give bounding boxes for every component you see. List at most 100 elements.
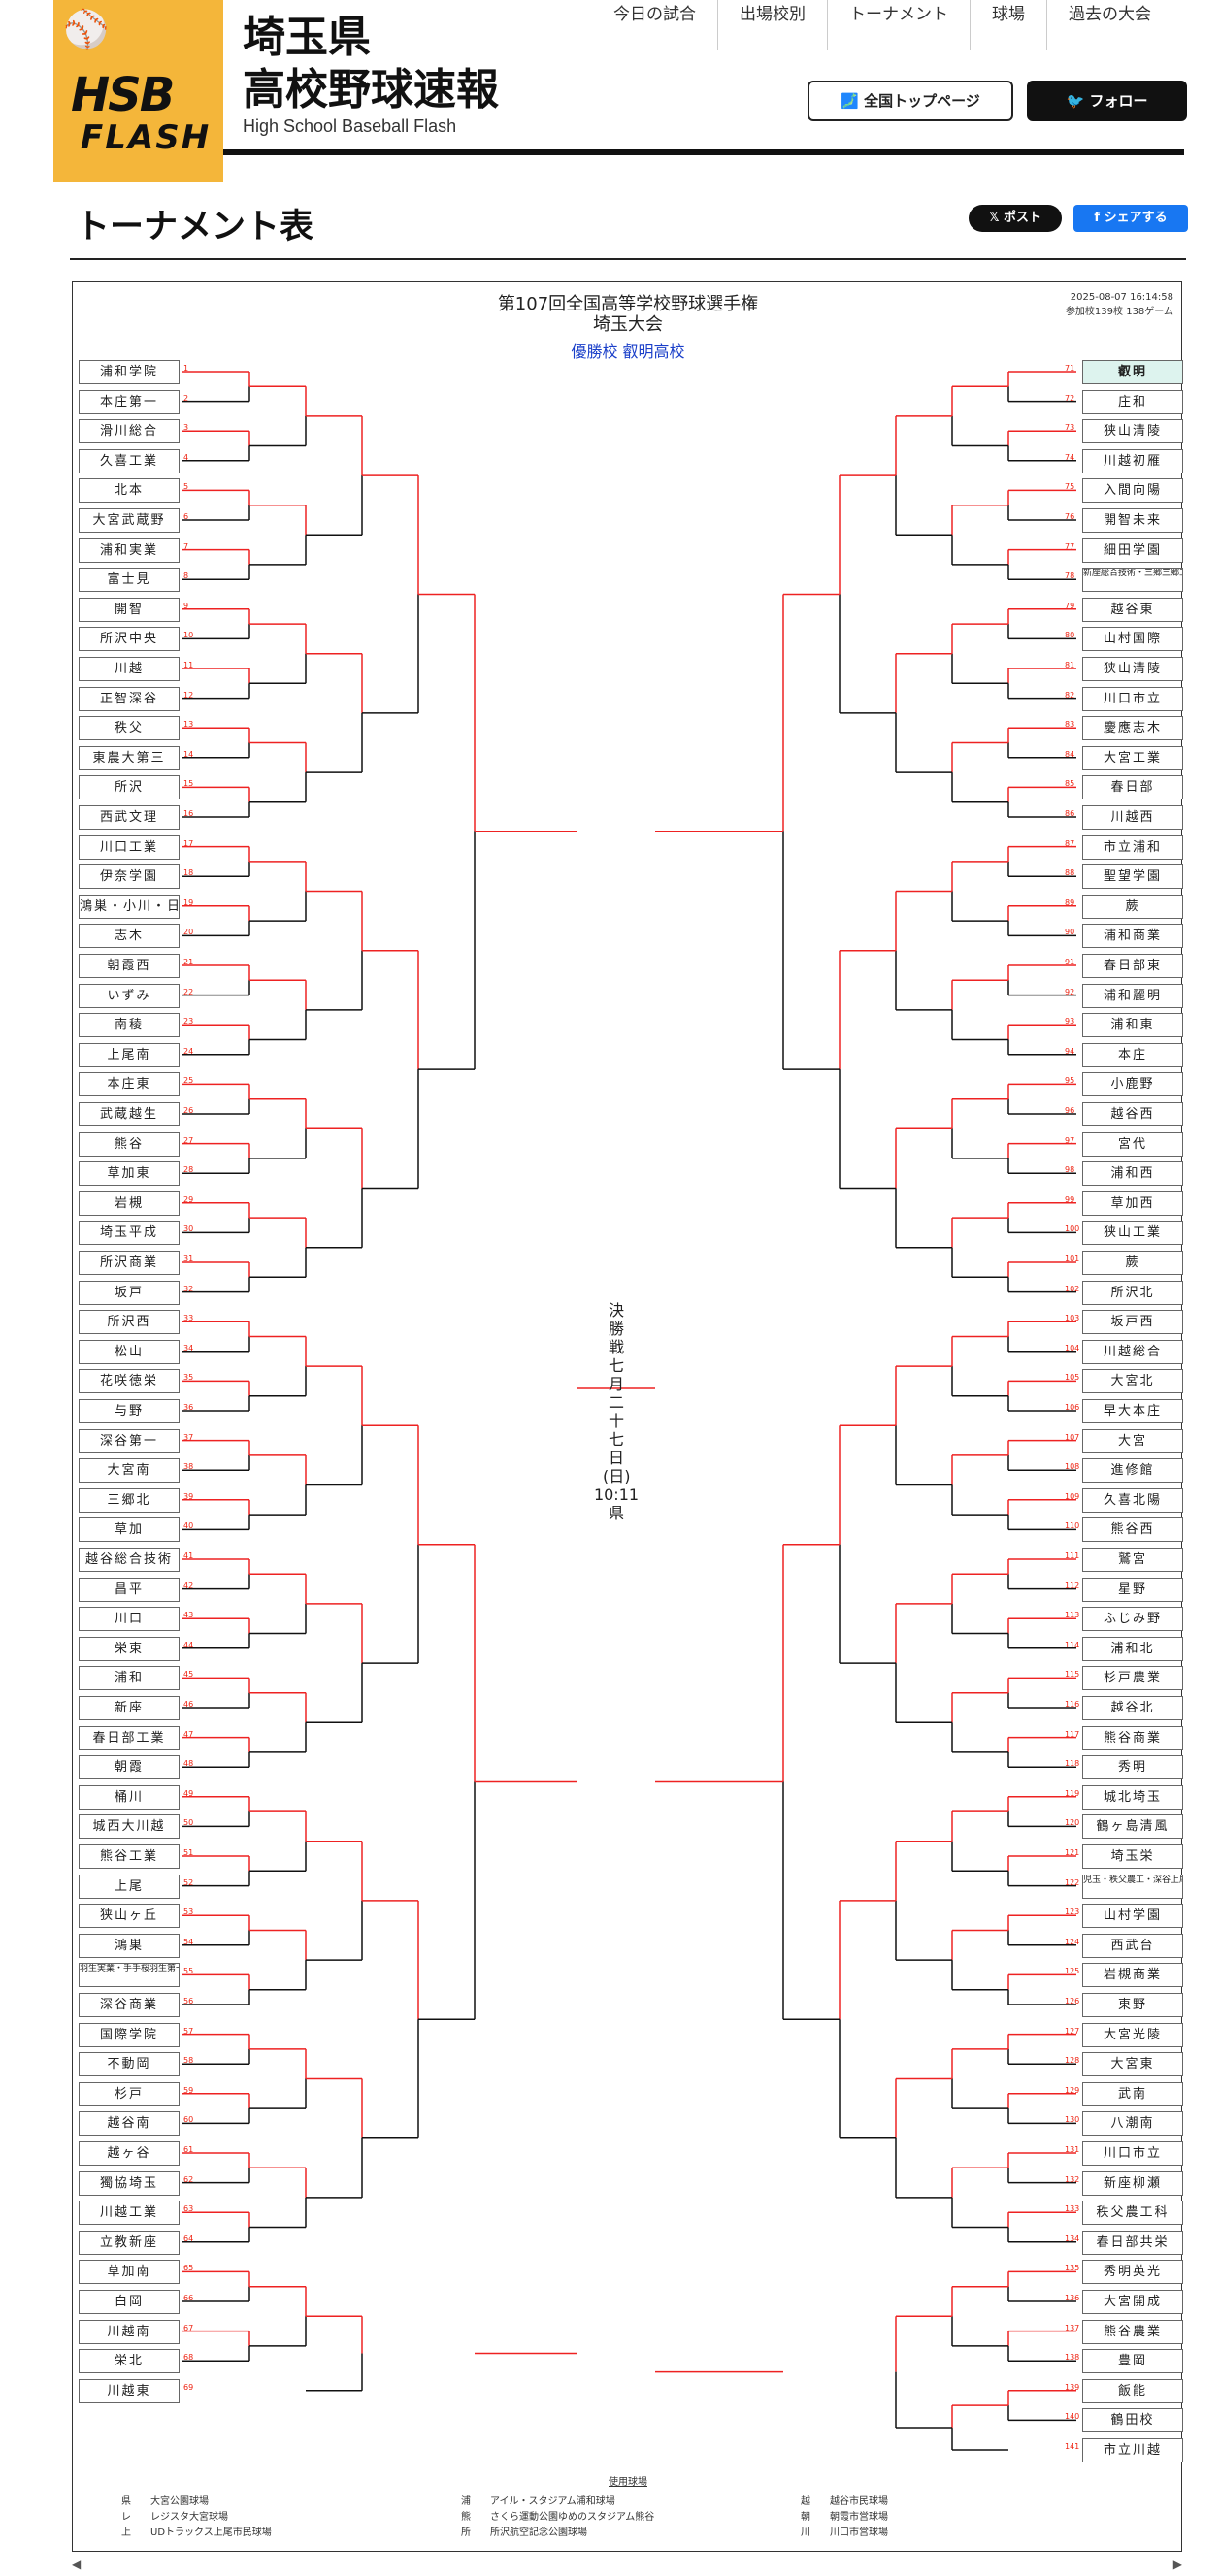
team-entry[interactable]: 三郷北: [79, 1487, 180, 1513]
team-entry[interactable]: いずみ: [79, 983, 180, 1008]
team-entry[interactable]: 越谷北: [1082, 1696, 1183, 1720]
nav-past[interactable]: 過去の大会: [1046, 0, 1172, 50]
nav-tournament[interactable]: トーナメント: [827, 0, 970, 50]
team-entry[interactable]: 武南: [1082, 2081, 1183, 2106]
team-entry[interactable]: 川越西: [1082, 805, 1183, 830]
team-entry[interactable]: 越谷東: [1082, 597, 1183, 622]
team-entry[interactable]: 本庄東: [79, 1072, 180, 1097]
team-entry[interactable]: 富士見: [79, 568, 180, 593]
team-entry[interactable]: 久喜工業: [79, 448, 180, 473]
scroll-right-icon[interactable]: ▶: [1172, 2558, 1182, 2571]
team-entry[interactable]: 草加南: [79, 2260, 180, 2285]
team-entry[interactable]: 浦和実業: [79, 538, 180, 563]
nav-today[interactable]: 今日の試合: [613, 5, 696, 24]
team-entry[interactable]: 所沢: [79, 775, 180, 800]
team-entry[interactable]: 朝霞: [79, 1755, 180, 1780]
x-post-button[interactable]: 𝕏 ポスト: [969, 205, 1062, 232]
team-entry[interactable]: 獨協埼玉: [79, 2170, 180, 2196]
team-entry[interactable]: 川口市立: [1082, 2141, 1183, 2166]
team-entry[interactable]: 春日部共栄: [1082, 2230, 1183, 2255]
nav-stadium[interactable]: 球場: [970, 0, 1046, 50]
facebook-share-button[interactable]: f シェアする: [1073, 205, 1188, 232]
site-title[interactable]: 埼玉県高校野球速報: [243, 12, 499, 116]
team-entry[interactable]: 与野: [79, 1399, 180, 1423]
team-entry[interactable]: 小鹿野: [1082, 1072, 1183, 1097]
team-entry[interactable]: 大宮武蔵野: [79, 508, 180, 533]
team-entry[interactable]: 越谷総合技術: [79, 1548, 180, 1572]
team-entry[interactable]: 市立川越: [1082, 2438, 1183, 2462]
team-entry[interactable]: 新座総合技術・三郷三郷工業技術・八潮: [1082, 568, 1183, 593]
team-entry[interactable]: 草加: [79, 1517, 180, 1543]
national-top-button[interactable]: 🗾 全国トップページ: [808, 81, 1013, 121]
team-entry[interactable]: 秀明英光: [1082, 2260, 1183, 2285]
team-entry[interactable]: 所沢中央: [79, 627, 180, 652]
team-entry[interactable]: 滑川総合: [79, 419, 180, 444]
team-entry[interactable]: 深谷商業: [79, 1993, 180, 2017]
team-entry[interactable]: 川越: [79, 657, 180, 681]
team-entry[interactable]: 熊谷商業: [1082, 1725, 1183, 1750]
team-entry[interactable]: 大宮光陵: [1082, 2022, 1183, 2047]
team-entry[interactable]: 進修館: [1082, 1458, 1183, 1484]
team-entry[interactable]: 川越総合: [1082, 1339, 1183, 1364]
team-entry[interactable]: 桶川: [79, 1784, 180, 1810]
team-entry[interactable]: 川口工業: [79, 834, 180, 860]
team-entry[interactable]: 早大本庄: [1082, 1399, 1183, 1423]
team-entry[interactable]: 豊岡: [1082, 2349, 1183, 2374]
team-entry[interactable]: 城西大川越: [79, 1814, 180, 1840]
team-entry[interactable]: 星野: [1082, 1577, 1183, 1602]
team-entry[interactable]: 栄北: [79, 2349, 180, 2374]
team-entry[interactable]: 岩槻商業: [1082, 1963, 1183, 1988]
team-entry[interactable]: 花咲徳栄: [79, 1369, 180, 1394]
team-entry[interactable]: 東野: [1082, 1993, 1183, 2017]
team-entry[interactable]: 坂戸: [79, 1280, 180, 1305]
team-entry[interactable]: ふじみ野: [1082, 1607, 1183, 1632]
team-entry[interactable]: 春日部工業: [79, 1725, 180, 1750]
team-entry[interactable]: 浦和商業: [1082, 924, 1183, 949]
team-entry[interactable]: 浦和東: [1082, 1013, 1183, 1038]
team-entry[interactable]: 鶴ヶ島清風: [1082, 1814, 1183, 1840]
team-entry[interactable]: 正智深谷: [79, 686, 180, 711]
team-entry[interactable]: 浦和学院: [79, 360, 180, 384]
team-entry[interactable]: 大宮開成: [1082, 2290, 1183, 2314]
team-entry[interactable]: 児玉・秩父農工・深谷上尾橋・桶川西: [1082, 1874, 1183, 1899]
team-entry[interactable]: 草加西: [1082, 1190, 1183, 1216]
team-entry[interactable]: 春日部東: [1082, 954, 1183, 978]
team-entry[interactable]: 埼玉平成: [79, 1221, 180, 1246]
team-entry[interactable]: 羽生実業・手手桜羽生第一・栗橋北彩: [79, 1963, 180, 1988]
team-entry[interactable]: 川口市立: [1082, 686, 1183, 711]
team-entry[interactable]: 杉戸農業: [1082, 1666, 1183, 1691]
team-entry[interactable]: 所沢商業: [79, 1251, 180, 1275]
team-entry[interactable]: 山村国際: [1082, 627, 1183, 652]
team-entry[interactable]: 城北埼玉: [1082, 1784, 1183, 1810]
team-entry[interactable]: 秩父農工科: [1082, 2201, 1183, 2226]
team-entry[interactable]: 国際学院: [79, 2022, 180, 2047]
team-entry[interactable]: 蕨: [1082, 894, 1183, 919]
hsb-flash-logo[interactable]: ⚾ HSB FLASH: [53, 0, 223, 182]
team-entry[interactable]: 川越南: [79, 2319, 180, 2344]
team-entry[interactable]: 杉戸: [79, 2081, 180, 2106]
team-entry[interactable]: 浦和: [79, 1666, 180, 1691]
team-entry[interactable]: 川口: [79, 1607, 180, 1632]
team-entry[interactable]: 岩槻: [79, 1190, 180, 1216]
team-entry[interactable]: 伊奈学園: [79, 864, 180, 890]
team-entry[interactable]: 東農大第三: [79, 745, 180, 770]
team-entry[interactable]: 坂戸西: [1082, 1310, 1183, 1335]
team-entry[interactable]: 山村学園: [1082, 1904, 1183, 1929]
team-entry[interactable]: 大宮東: [1082, 2052, 1183, 2077]
team-entry[interactable]: 叡明: [1082, 360, 1183, 384]
team-entry[interactable]: 上尾: [79, 1874, 180, 1899]
team-entry[interactable]: 本庄: [1082, 1042, 1183, 1067]
horizontal-scrollbar[interactable]: ◀ ▶: [72, 2558, 1182, 2571]
scroll-left-icon[interactable]: ◀: [72, 2558, 82, 2571]
team-entry[interactable]: 鶴田校: [1082, 2408, 1183, 2433]
team-entry[interactable]: 大宮南: [79, 1458, 180, 1484]
team-entry[interactable]: 狭山清陵: [1082, 657, 1183, 681]
team-entry[interactable]: 所沢北: [1082, 1280, 1183, 1305]
team-entry[interactable]: 鴻巣・小川・日高: [79, 894, 180, 919]
team-entry[interactable]: 大宮北: [1082, 1369, 1183, 1394]
team-entry[interactable]: 熊谷西: [1082, 1517, 1183, 1543]
team-entry[interactable]: 蕨: [1082, 1251, 1183, 1275]
team-entry[interactable]: 大宮: [1082, 1428, 1183, 1453]
team-entry[interactable]: 熊谷農業: [1082, 2319, 1183, 2344]
team-entry[interactable]: 狭山清陵: [1082, 419, 1183, 444]
